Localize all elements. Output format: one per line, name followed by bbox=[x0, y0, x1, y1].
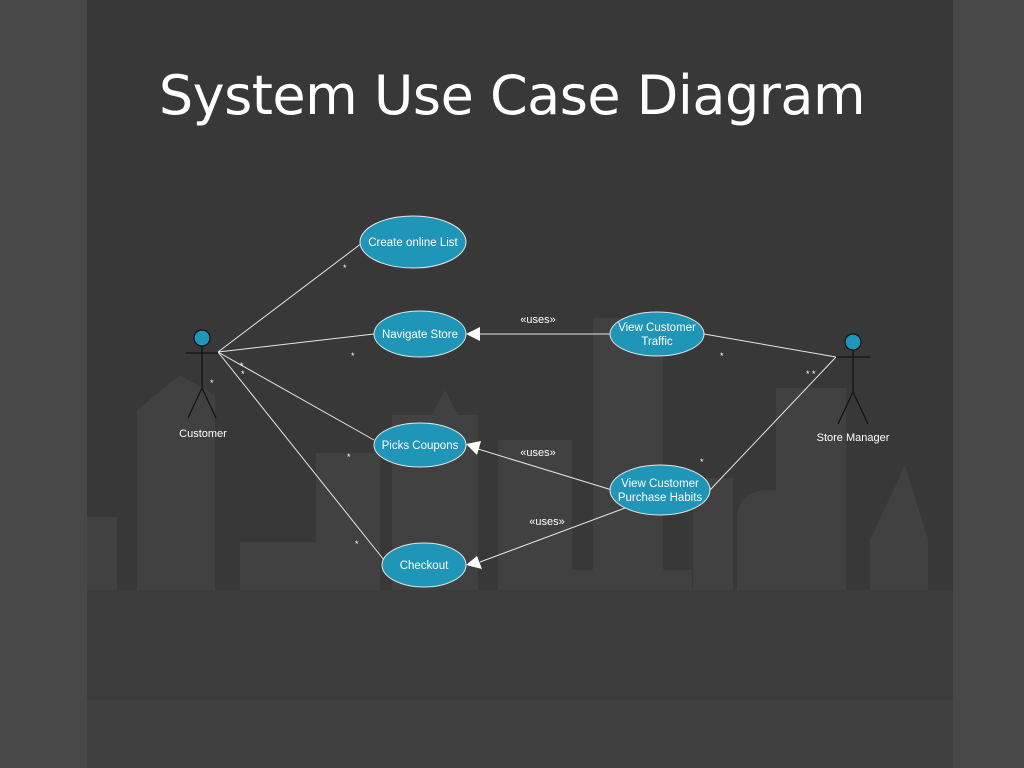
arrowheads bbox=[466, 327, 482, 569]
customer-create-list-line bbox=[217, 242, 363, 353]
store-manager-head-icon bbox=[844, 333, 862, 351]
use-case-view-customer-traffic[interactable]: View Customer Traffic bbox=[609, 311, 705, 357]
customer-navigate-line bbox=[217, 333, 375, 353]
use-case-label: Picks Coupons bbox=[382, 440, 459, 452]
skyline-foreground bbox=[87, 590, 953, 768]
use-case-label-line2: Purchase Habits bbox=[618, 492, 703, 504]
uses-label-traffic: «uses» bbox=[520, 314, 555, 326]
left-margin bbox=[0, 0, 87, 768]
multiplicity-markers: * * * * * * * * * * * bbox=[210, 263, 816, 549]
actor-customer[interactable] bbox=[186, 329, 218, 419]
page-title: System Use Case Diagram bbox=[158, 64, 866, 127]
uses-label-checkout: «uses» bbox=[529, 516, 564, 528]
use-case-label-line2: Traffic bbox=[641, 336, 673, 348]
use-case-create-online-list[interactable]: Create online List bbox=[359, 215, 467, 269]
actor-store-manager-label: Store Manager bbox=[817, 432, 890, 444]
use-case-label: Checkout bbox=[400, 560, 449, 572]
actor-customer-label: Customer bbox=[179, 428, 227, 440]
arrow-to-checkout-icon bbox=[466, 556, 482, 569]
actor-store-manager[interactable] bbox=[836, 333, 870, 425]
use-case-label-line1: View Customer bbox=[621, 478, 699, 490]
manager-habits-line bbox=[709, 356, 837, 491]
multiplicity-marker: * bbox=[240, 361, 244, 371]
multiplicity-marker: * bbox=[347, 452, 351, 462]
use-case-label: Create online List bbox=[368, 237, 458, 249]
use-case-picks-coupons[interactable]: Picks Coupons bbox=[373, 422, 467, 468]
association-lines bbox=[217, 242, 837, 563]
multiplicity-marker: * bbox=[806, 369, 810, 379]
uses-habits-coupons-line bbox=[477, 448, 613, 491]
customer-head-icon bbox=[193, 329, 211, 347]
multiplicity-marker: * bbox=[210, 378, 214, 388]
multiplicity-marker: * bbox=[812, 369, 816, 379]
use-case-label-line1: View Customer bbox=[618, 322, 696, 334]
uses-label-coupons: «uses» bbox=[520, 447, 555, 459]
use-case-navigate-store[interactable]: Navigate Store bbox=[373, 310, 467, 358]
arrow-to-navigate-icon bbox=[466, 327, 480, 341]
customer-coupons-line bbox=[217, 351, 375, 441]
use-case-label: Navigate Store bbox=[382, 329, 458, 341]
use-case-checkout[interactable]: Checkout bbox=[381, 542, 467, 588]
multiplicity-marker: * bbox=[355, 539, 359, 549]
multiplicity-marker: * bbox=[351, 351, 355, 361]
arrow-to-coupons-icon bbox=[466, 441, 481, 455]
uses-habits-checkout-line bbox=[479, 507, 626, 563]
right-margin bbox=[953, 0, 1024, 768]
multiplicity-marker: * bbox=[700, 457, 704, 467]
manager-traffic-line bbox=[703, 333, 837, 358]
multiplicity-marker: * bbox=[343, 263, 347, 273]
use-case-view-customer-purchase-habits[interactable]: View Customer Purchase Habits bbox=[609, 464, 711, 516]
multiplicity-marker: * bbox=[241, 369, 245, 379]
customer-checkout-line bbox=[217, 351, 385, 561]
multiplicity-marker: * bbox=[720, 351, 724, 361]
